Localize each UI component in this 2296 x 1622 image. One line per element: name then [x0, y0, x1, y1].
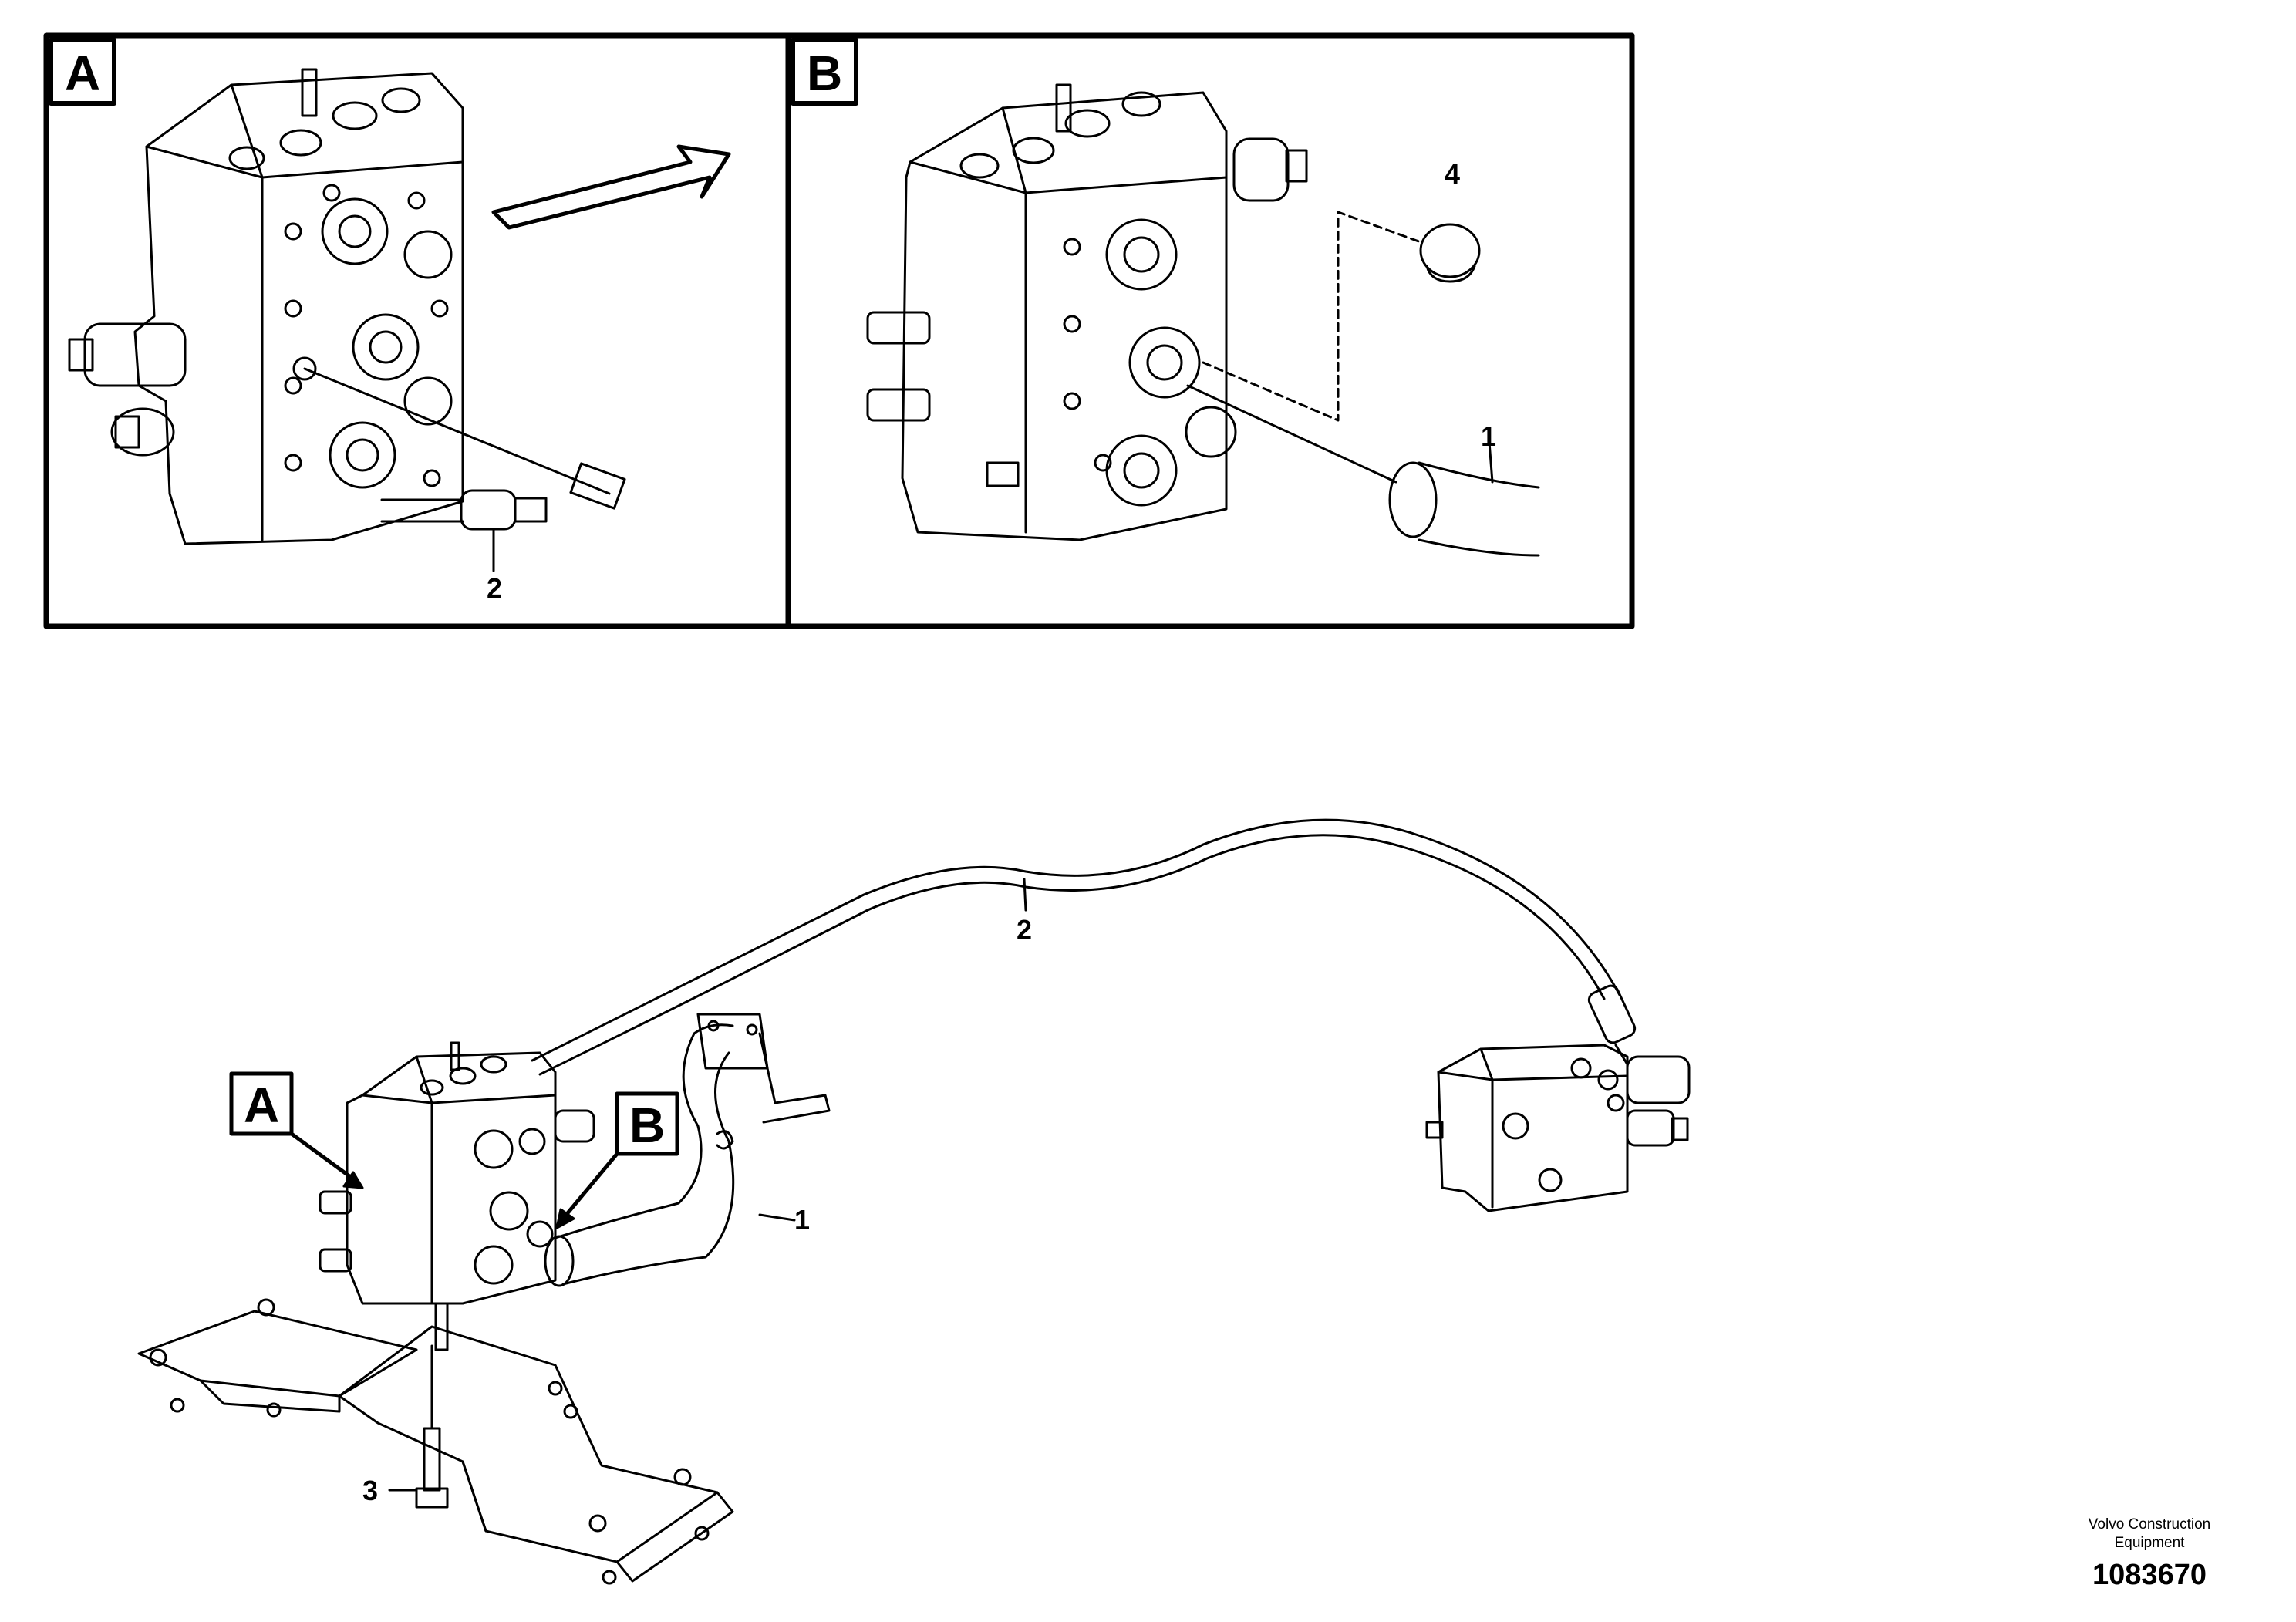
plug-leader	[1202, 211, 1424, 422]
callout-inset-b-1: 1	[1481, 420, 1496, 452]
bolt-part	[388, 1344, 449, 1509]
inset-b-frame	[785, 32, 1635, 629]
inset-view-a	[43, 32, 791, 629]
main-view-b-label: B	[629, 1098, 665, 1153]
direction-arrow-icon	[491, 144, 731, 230]
valve-block-a	[68, 68, 464, 545]
main-view-b-arrowhead	[555, 1208, 575, 1229]
valve-block-b	[866, 83, 1308, 541]
callout-inset-a-2: 2	[487, 572, 502, 604]
callout-inset-b-4: 4	[1445, 158, 1460, 190]
main-view-a-leader	[289, 1131, 357, 1182]
plug-part	[1419, 223, 1481, 283]
main-view-b-leader	[561, 1152, 619, 1221]
inset-a-label: A	[65, 46, 100, 101]
document-number: 1083670	[2092, 1559, 2207, 1591]
inset-view-b	[785, 32, 1635, 629]
hose-1-b	[1186, 384, 1540, 557]
main-view-b-box	[615, 1091, 679, 1156]
company-name-line2: Equipment	[2114, 1535, 2185, 1551]
line-2-main	[531, 818, 1637, 1076]
inset-a-label-box	[49, 38, 116, 106]
inset-a-frame	[43, 32, 791, 629]
main-view-a-label: A	[244, 1077, 279, 1133]
inset-b-label: B	[807, 46, 842, 101]
main-valve-block	[319, 1041, 595, 1351]
company-name-line1: Volvo Construction	[2088, 1516, 2211, 1533]
callout-main-3: 3	[362, 1475, 378, 1506]
callout-main-1: 1	[794, 1204, 810, 1236]
inset-b-label-box	[791, 38, 858, 106]
main-assembly	[137, 818, 1691, 1585]
mounting-bracket	[137, 1298, 734, 1585]
hose-1-main	[544, 1013, 831, 1287]
main-view-a-arrowhead	[342, 1171, 364, 1189]
footer: Volvo Construction Equipment 1083670	[2049, 1516, 2250, 1592]
hose-fitting-a	[303, 367, 626, 572]
remote-valve-block	[1425, 1044, 1691, 1212]
main-view-a-box	[229, 1071, 294, 1136]
callout-main-2: 2	[1017, 914, 1032, 946]
